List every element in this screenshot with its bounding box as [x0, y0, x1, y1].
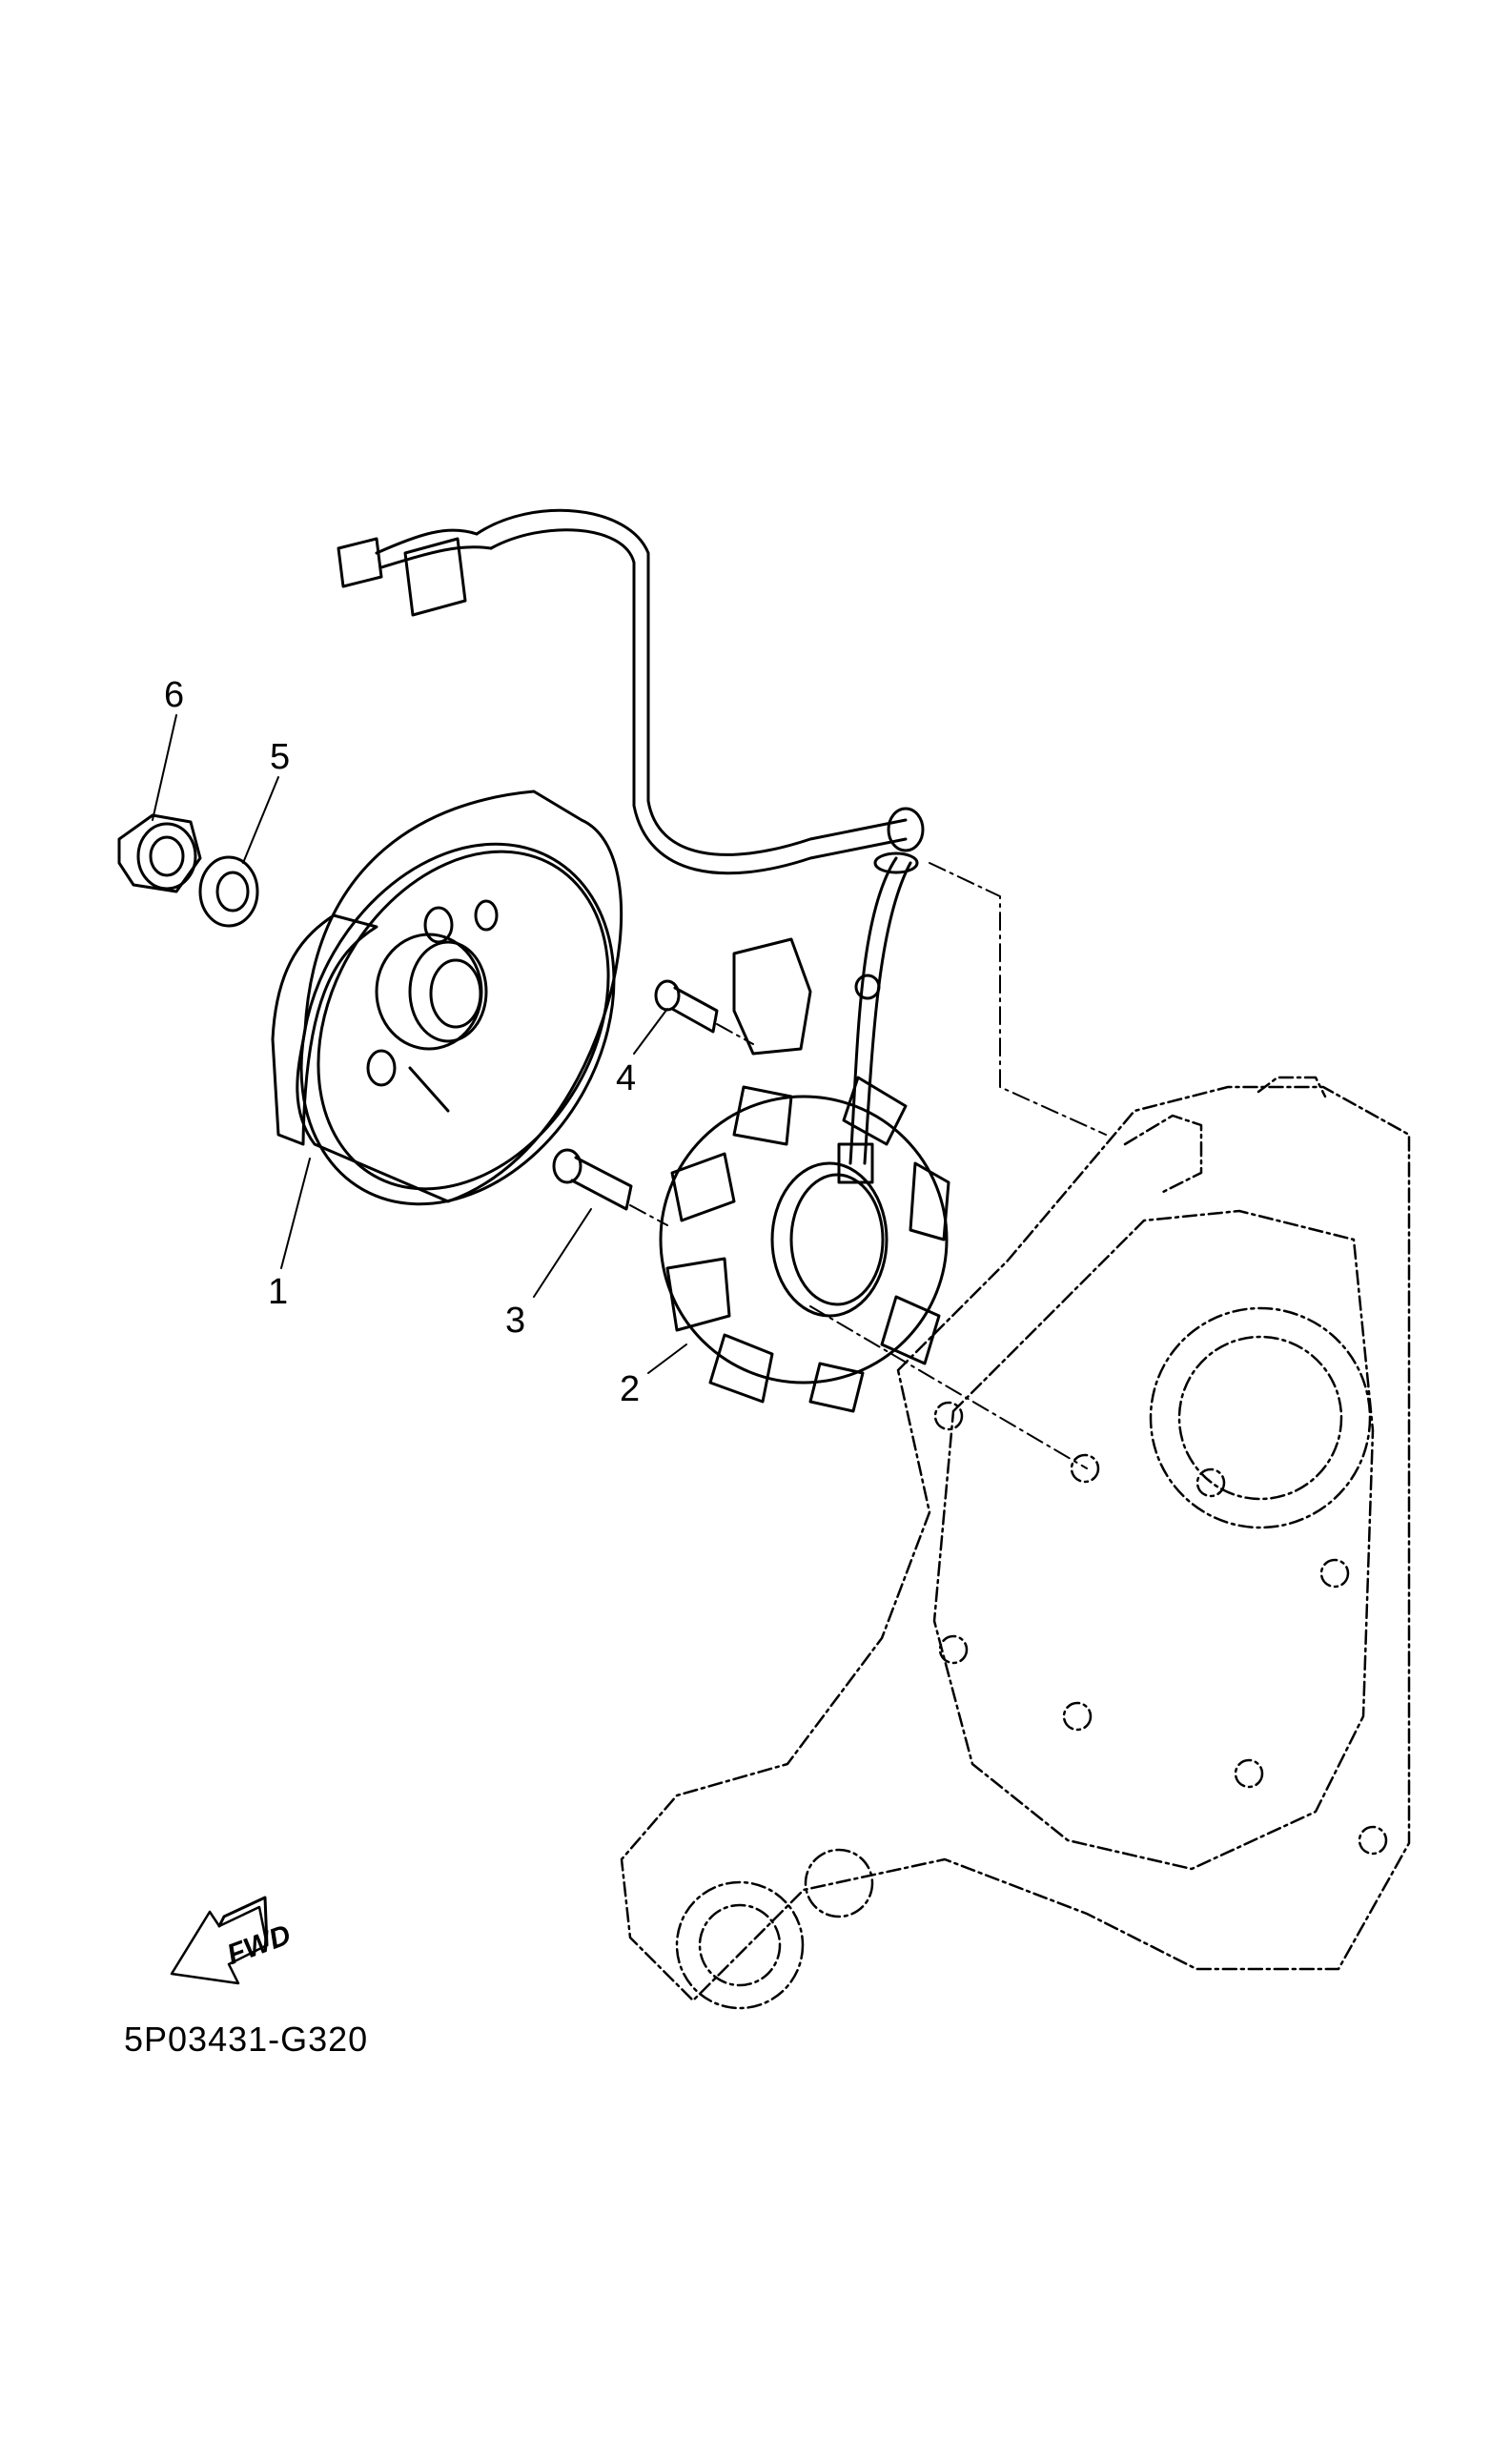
wire-harness	[337, 508, 925, 1184]
callout-5: 5	[270, 737, 291, 777]
callout-6: 6	[164, 675, 185, 715]
nut	[117, 813, 202, 893]
callout-4: 4	[616, 1058, 637, 1098]
callout-leaders	[152, 714, 687, 1374]
connector-large	[403, 537, 467, 617]
bolt	[552, 1148, 633, 1211]
screw	[654, 979, 719, 1034]
callout-3: 3	[505, 1301, 526, 1341]
fwd-arrow-icon: FWD	[170, 1896, 295, 1985]
stator-assembly	[659, 1076, 950, 1413]
callout-1: 1	[268, 1272, 289, 1312]
crankcase-outline	[620, 1076, 1411, 2010]
washer	[198, 855, 259, 928]
connector-small	[337, 537, 383, 588]
flywheel-rotor	[271, 790, 623, 1206]
fwd-label: FWD	[223, 1919, 295, 1971]
drawing-code: 5P03431-G320	[124, 2020, 369, 2059]
callout-2: 2	[620, 1369, 641, 1409]
